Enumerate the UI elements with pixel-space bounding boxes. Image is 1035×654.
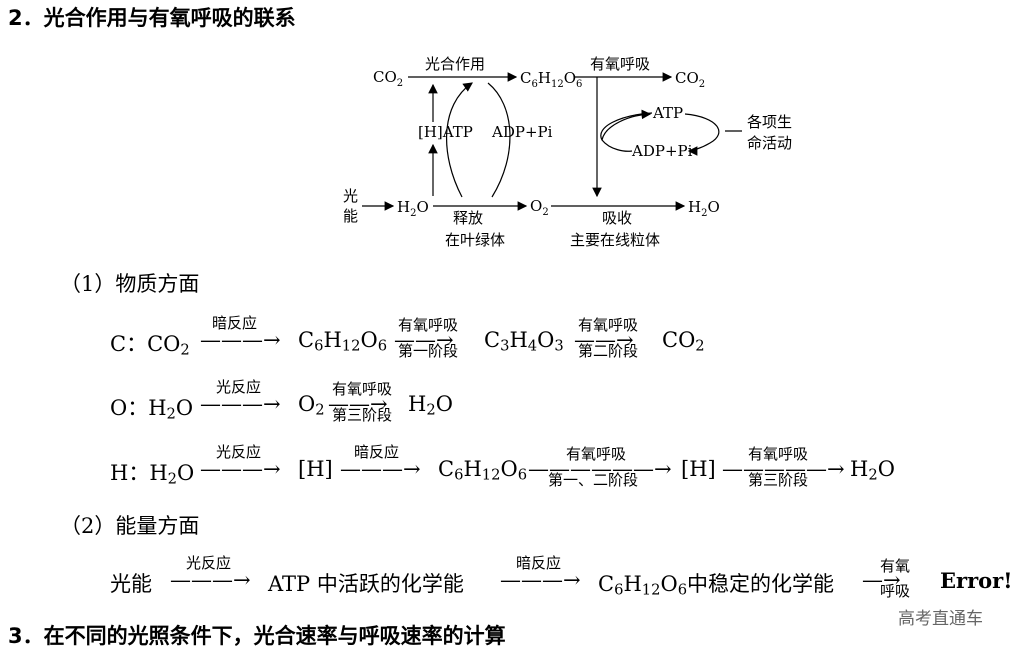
diagram-light-1: 光 [343,187,358,205]
h-line-arrow1: ———→ [200,457,281,481]
energy-glucose: C6H12O6中稳定的化学能 [598,572,835,599]
h-line-arrow3-bottom: 第一、二阶段 [548,471,639,489]
c-line-arrow2: ——→ [394,328,454,352]
photosynthesis-respiration-diagram: CO2 光合作用 C6H12O6 有氧呼吸 CO2 [H]ATP ADP+Pi … [343,55,792,249]
h-line-arrow1-top: 光反应 [216,443,262,461]
diagram-co2-right: CO2 [675,69,705,90]
h-line-arrow2-top: 暗反应 [354,443,400,461]
diagram-light-2: 能 [343,207,358,225]
h-line-arrow3-top: 有氧呼吸 [566,445,627,463]
h-line-arrow4: —————→ [722,457,845,481]
o-line-prefix: O：H2O [110,396,194,423]
energy-atp-active: ATP 中活跃的化学能 [268,572,464,596]
h-line-arrow4-top: 有氧呼吸 [748,445,809,463]
diagram-glucose: C6H12O6 [520,69,582,90]
c-line-arrow2-top: 有氧呼吸 [398,316,459,334]
diagram-atp-right: ATP [652,104,683,122]
diagram-co2-left: CO2 [373,68,403,89]
o-line-arrow1: ———→ [200,392,281,416]
energy-arrow3: —→ [862,568,901,592]
diagram-h2o-right: H2O [688,198,720,219]
diagram-label-photosynthesis: 光合作用 [425,55,485,73]
energy-arrow1-top: 光反应 [186,554,232,572]
diagram-label-release: 释放 [453,209,483,227]
diagram-label-absorb: 吸收 [602,209,632,227]
energy-error: Error! [940,568,1013,593]
watermark: 高考直通车 [898,609,983,629]
diagram-adp-pi-right: ADP+Pi [631,142,693,160]
c-line-arrow3: ——→ [574,328,634,352]
energy-arrow3-bottom: 呼吸 [880,582,911,600]
diagram-label-in-chloroplast: 在叶绿体 [445,231,505,249]
energy-arrow3-top: 有氧 [880,557,911,575]
section-heading-3: 3．在不同的光照条件下，光合速率与呼吸速率的计算 [8,624,506,648]
c-line-arrow2-bottom: 第一阶段 [398,342,459,360]
c-line-end: CO2 [662,328,705,355]
c-line-prefix: C：CO2 [110,332,190,359]
o-line-arrow2-bottom: 第三阶段 [332,406,393,424]
h-line-h1: [H] [298,457,333,481]
h-line-arrow3: ——————→ [528,457,672,481]
diagram-label-aerobic-respiration: 有氧呼吸 [590,55,650,73]
o-line-end: H2O [408,392,453,419]
c-line-glucose: C6H12O6 [298,328,388,355]
h-line-glucose: C6H12O6 [438,457,528,484]
h-line-arrow2: ———→ [340,457,421,481]
diagram-h2o-left: H2O [397,198,429,219]
energy-arrow2: ———→ [500,568,581,592]
energy-arrow1: ———→ [170,568,251,592]
section2-title: （2）能量方面 [60,514,200,538]
c-line-arrow3-bottom: 第二阶段 [578,342,639,360]
diagram-life-activities-1: 各项生 [747,113,792,131]
diagram-label-mainly-mitochondria: 主要在线粒体 [570,231,660,249]
section-heading-2: 2．光合作用与有氧呼吸的联系 [8,6,296,30]
h-line-prefix: H：H2O [110,461,195,488]
o-line-mid: O2 [298,392,325,419]
c-line-pyruvate: C3H4O3 [484,328,564,355]
o-line-arrow2: ——→ [328,392,388,416]
diagram-life-activities-2: 命活动 [747,134,792,152]
energy-light: 光能 [110,572,152,596]
o-line-arrow2-top: 有氧呼吸 [332,380,393,398]
h-line-end: H2O [850,457,895,484]
c-line-arrow3-top: 有氧呼吸 [578,316,639,334]
h-line-h2: [H] [681,457,716,481]
diagram-h-atp: [H]ATP [418,123,473,141]
c-line-arrow1-top: 暗反应 [212,314,258,332]
h-line-arrow4-bottom: 第三阶段 [748,471,809,489]
energy-arrow2-top: 暗反应 [516,554,562,572]
section1-title: （1）物质方面 [60,272,200,296]
c-line-arrow1: ———→ [200,328,281,352]
diagram-o2: O2 [530,197,549,218]
diagram-adp-pi-left: ADP+Pi [491,123,553,141]
o-line-arrow1-top: 光反应 [216,378,262,396]
